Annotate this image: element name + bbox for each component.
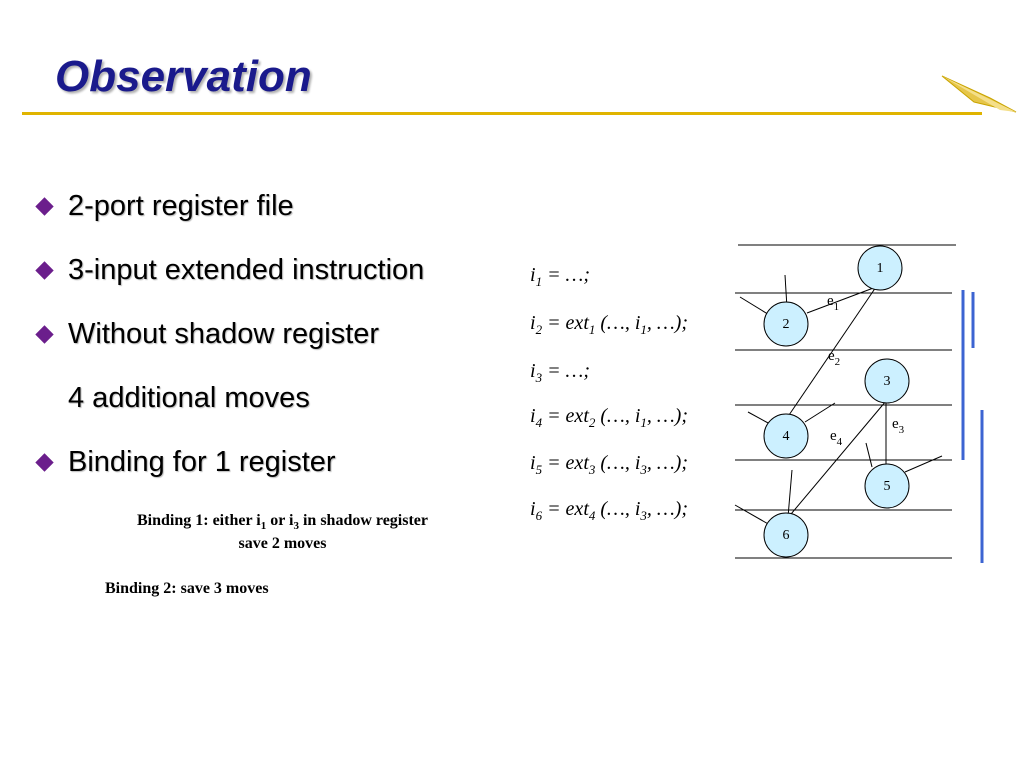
bullet-text: Binding for 1 register: [68, 446, 336, 478]
code-line: i3 = …;: [530, 360, 591, 385]
code-line: i2 = ext1 (…, i1, …);: [530, 312, 688, 337]
bullet-text: 4 additional moves: [68, 382, 310, 414]
graph-edge: [747, 411, 771, 425]
code-line: i4 = ext2 (…, i1, …);: [530, 405, 688, 430]
dependency-graph: 1 2 3 4 5 6 e1 e2 e3 e4: [734, 244, 984, 563]
slide-title: Observation: [55, 52, 312, 101]
edge-label: e3: [892, 416, 905, 436]
graph-edge: [785, 400, 887, 521]
title-underline: [22, 112, 982, 115]
graph-node: [857, 245, 903, 291]
diamond-bullet-icon: [35, 197, 54, 216]
graph-node-label: 1: [877, 261, 884, 276]
graph-node: [864, 463, 910, 509]
graph-edge: [734, 504, 771, 526]
code-line: i5 = ext3 (…, i3, …);: [530, 452, 688, 477]
graph-edge: [787, 469, 793, 518]
graph-edge: [806, 286, 877, 314]
graph-edge: [904, 455, 943, 473]
diamond-bullet-icon: [35, 325, 54, 344]
graph-edge: [865, 442, 873, 468]
bullet-text: 3-input extended instruction: [68, 254, 425, 286]
graph-node-label: 4: [783, 429, 790, 444]
code-line: i1 = …;: [530, 264, 591, 289]
edge-label: e4: [830, 428, 843, 448]
graph-node: [864, 358, 910, 404]
binding-2-note: Binding 2: save 3 moves: [105, 580, 269, 597]
row-separators: [735, 244, 956, 559]
bullet-text: Without shadow register: [68, 318, 380, 350]
graph-node-label: 5: [884, 479, 891, 494]
graph-node-label: 6: [783, 528, 790, 543]
title-arrow-decoration: [941, 75, 1017, 113]
code-line: i6 = ext4 (…, i3, …);: [530, 498, 688, 523]
edge-label: e1: [827, 293, 839, 313]
graph-edge: [804, 402, 836, 423]
graph-node-label: 3: [884, 374, 891, 389]
edge-label: e2: [828, 348, 840, 368]
graph-node: [763, 413, 809, 459]
graph-edge: [739, 296, 772, 317]
graph-node: [763, 301, 809, 347]
bullet-text: 2-port register file: [68, 190, 294, 222]
binding-1-note: Binding 1: either i1 or i3 in shadow reg…: [136, 512, 429, 553]
graph-node-label: 2: [783, 317, 790, 332]
diamond-bullet-icon: [35, 261, 54, 280]
graph-edge: [786, 286, 877, 419]
diamond-bullet-icon: [35, 453, 54, 472]
graph-node: [763, 512, 809, 558]
